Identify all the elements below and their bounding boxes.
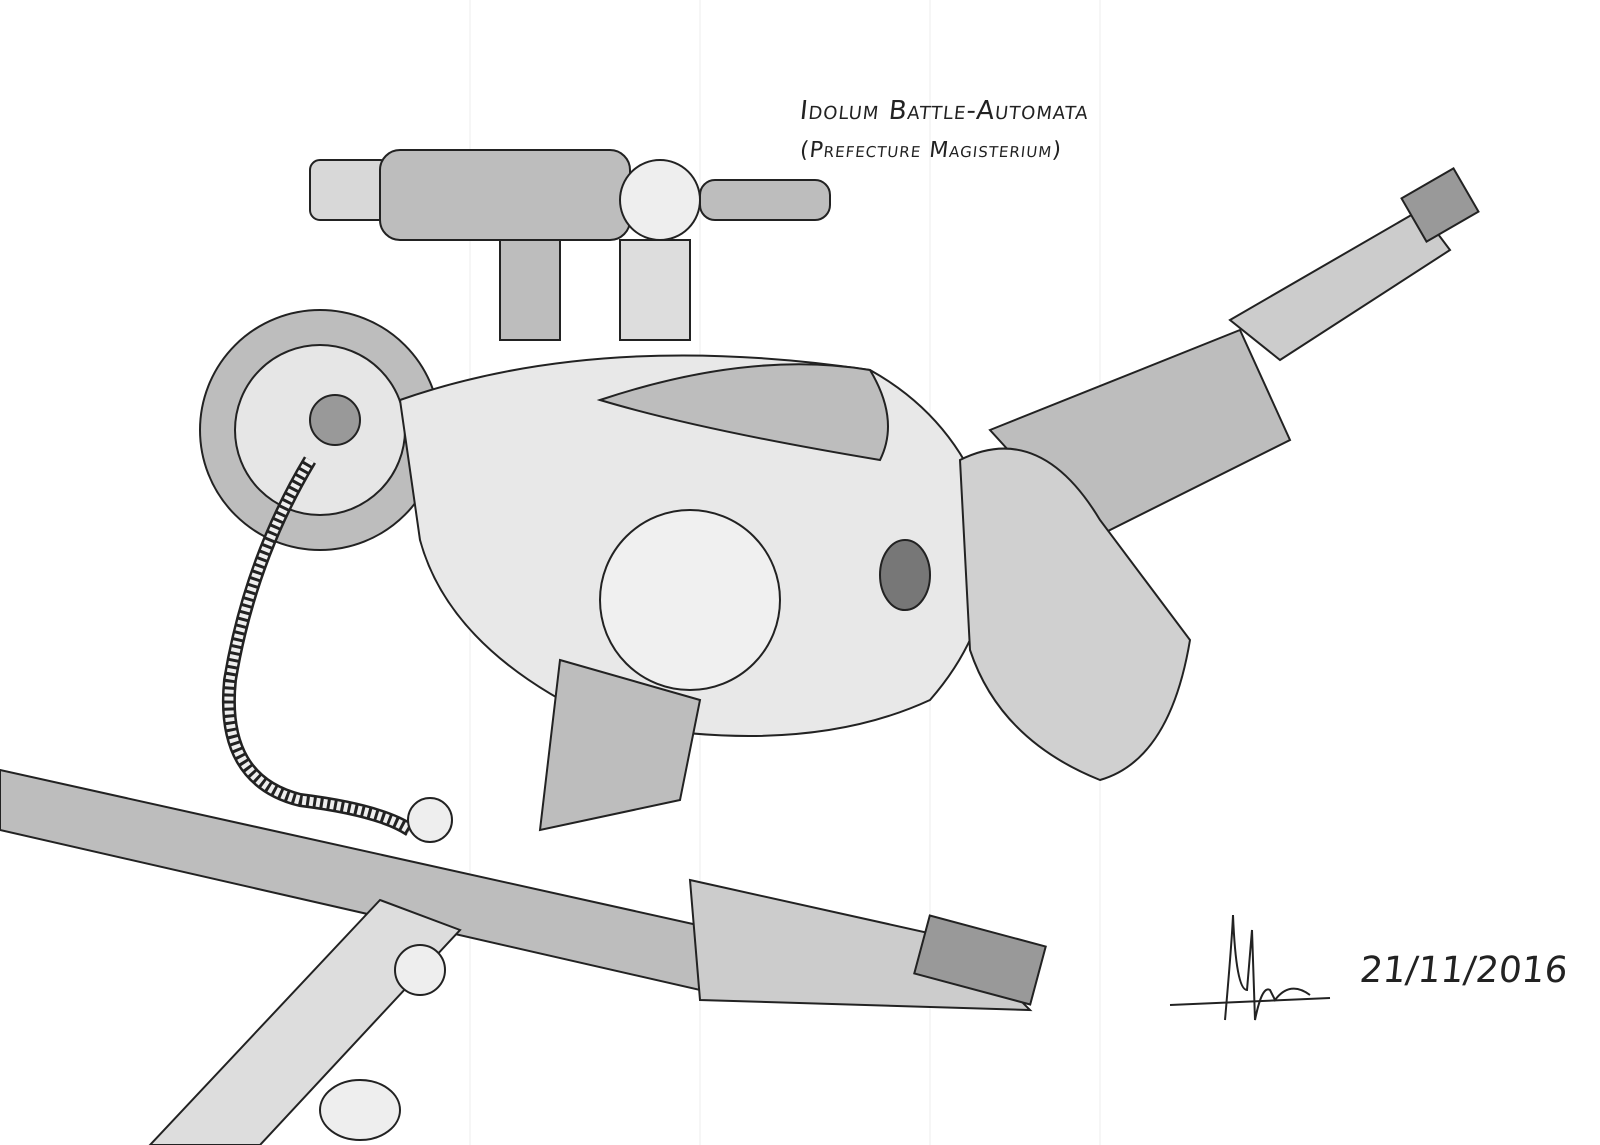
top-gun-barrel	[309, 149, 831, 341]
right-cannon	[958, 166, 1480, 782]
drawing-date: 21/11/2016	[1357, 950, 1570, 991]
hose-cable-inner	[224, 457, 413, 834]
left-rotor-hub	[199, 309, 441, 551]
bottom-cannon	[0, 768, 1047, 1145]
signature-mark	[1169, 914, 1331, 1021]
drawing-title: Idolum Battle-Automata	[798, 96, 1091, 126]
main-body-arm	[398, 354, 993, 832]
drawing-subtitle: (Prefecture Magisterium)	[798, 138, 1064, 163]
